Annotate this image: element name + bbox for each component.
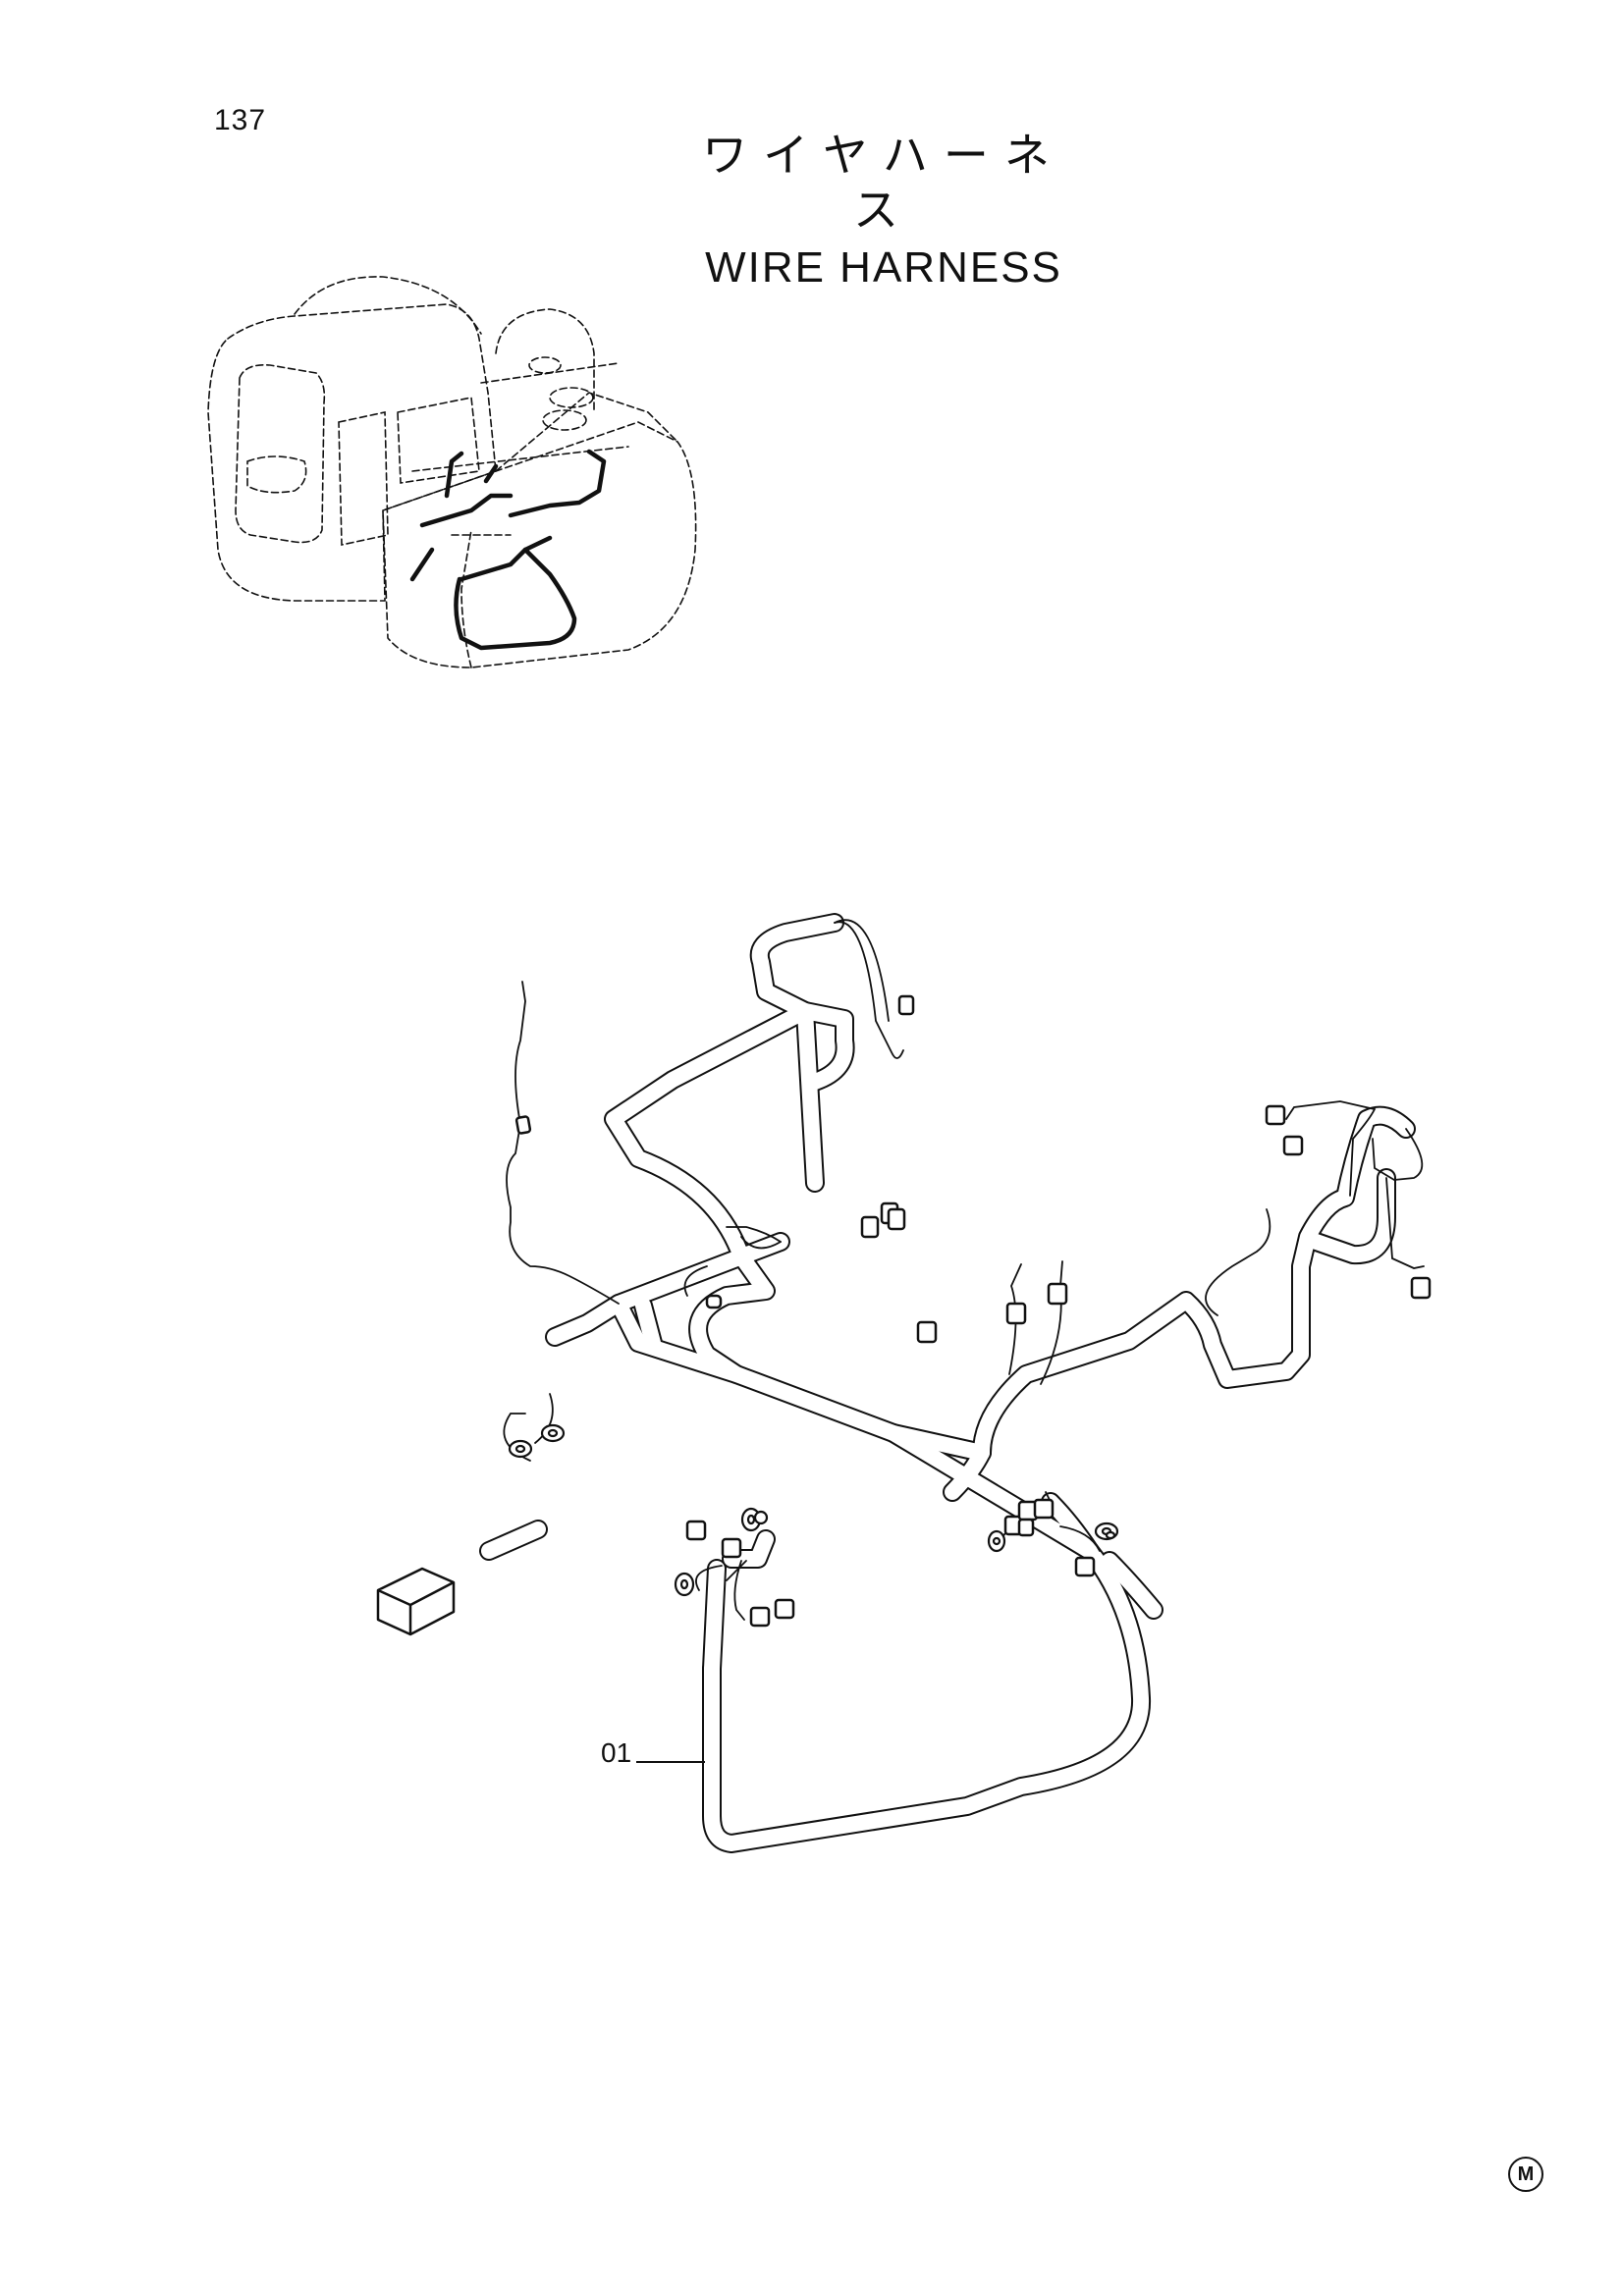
title-english: WIRE HARNESS xyxy=(705,243,1062,292)
connectors xyxy=(514,994,1432,1628)
title-japanese: ワイヤハーネス xyxy=(702,129,1065,237)
callout-label-01: 01 xyxy=(601,1737,632,1768)
harness-in-location-view xyxy=(409,449,607,651)
maker-mark-letter: M xyxy=(1517,2163,1535,2185)
wire-harness-main xyxy=(479,913,1416,1853)
maker-mark: M xyxy=(1508,2157,1543,2192)
page-number: 137 xyxy=(214,104,267,136)
ring-terminals xyxy=(508,1423,1119,1597)
relay-box xyxy=(376,1567,456,1636)
title-block: ワイヤハーネス WIRE HARNESS xyxy=(687,128,1080,296)
lead-wires xyxy=(503,919,1425,1621)
machine-location-view xyxy=(207,276,697,668)
